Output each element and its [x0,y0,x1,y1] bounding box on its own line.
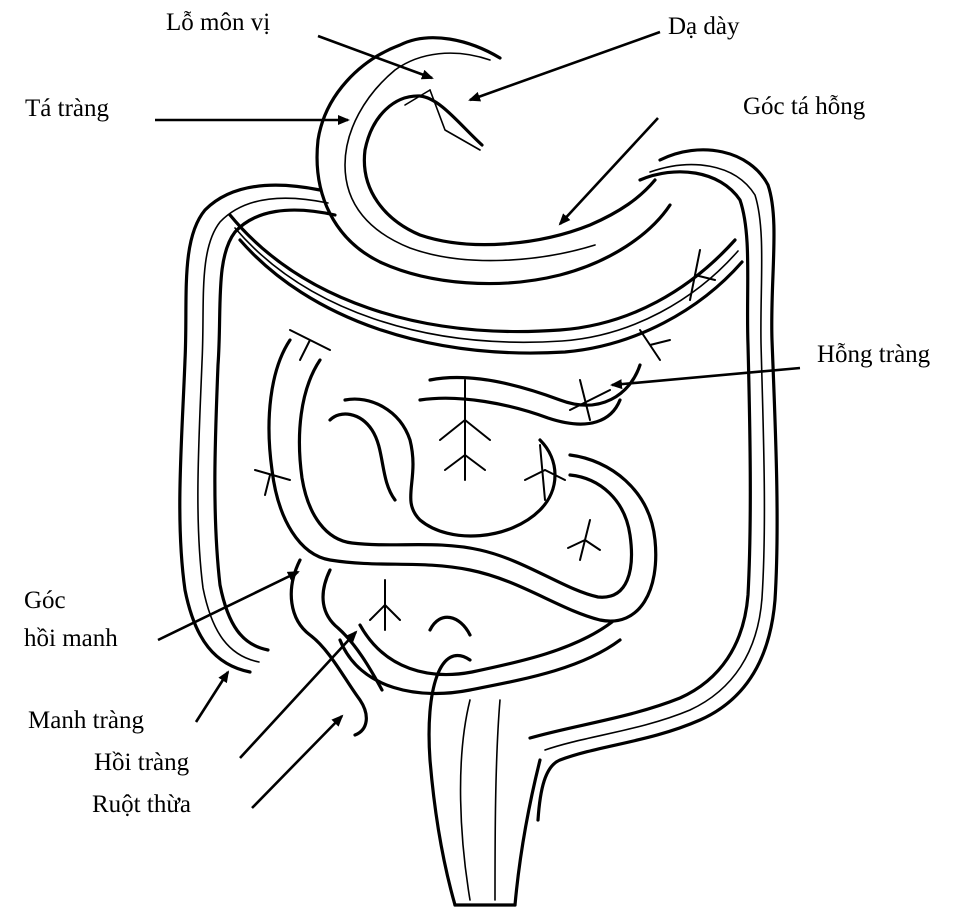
label-duodenojejunal-flexure: Góc tá hỗng [743,92,865,122]
arrow-cecum [196,672,228,722]
label-ileocecal-line1: Góc [24,586,66,616]
small-intestine-shape [269,340,656,735]
arrow-pylorus [318,36,432,78]
arrow-ileocecal [158,572,298,640]
label-cecum: Manh tràng [28,706,144,736]
label-pylorus: Lỗ môn vị [166,8,270,38]
label-ileocecal-line2: hồi manh [24,624,118,654]
label-jejunum: Hỗng tràng [817,340,930,370]
arrow-stomach [470,32,660,100]
label-appendix: Ruột thừa [92,790,191,820]
arrow-flexure [560,118,658,224]
arrow-jejunum [612,368,800,385]
label-ileum: Hồi tràng [94,748,189,778]
arrow-ileum [240,632,356,758]
label-stomach: Dạ dày [668,12,740,42]
label-duodenum: Tá tràng [25,94,109,124]
